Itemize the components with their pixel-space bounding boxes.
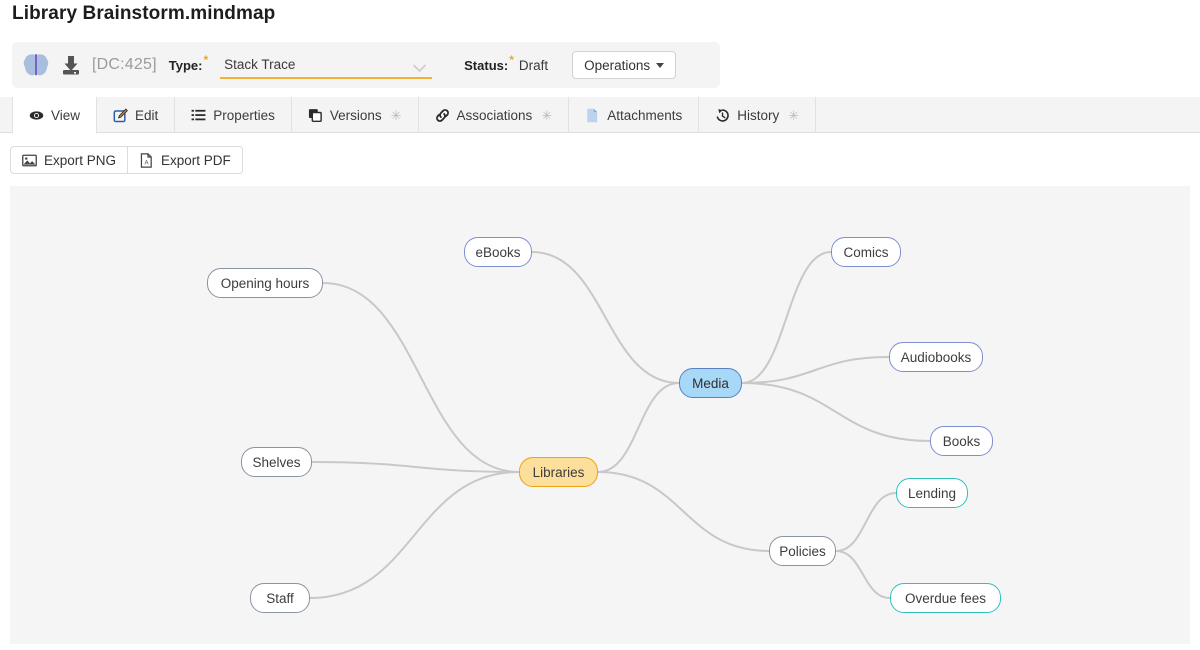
mindmap-node-label: Overdue fees <box>904 590 987 606</box>
link-icon <box>435 108 450 123</box>
mindmap-node-label: Shelves <box>252 454 301 470</box>
export-toolbar: Export PNG A Export PDF <box>10 146 243 174</box>
tab-properties[interactable]: Properties <box>175 97 292 133</box>
type-label-text: Type: <box>168 57 203 73</box>
brain-icon <box>22 52 50 78</box>
export-png-button[interactable]: Export PNG <box>10 146 129 174</box>
mindmap-edge <box>322 282 520 473</box>
mindmap-node-comics[interactable]: Comics <box>831 237 901 267</box>
tab-modified-asterisk: ✳ <box>788 107 800 123</box>
mindmap-node-audiobooks[interactable]: Audiobooks <box>889 342 983 372</box>
tab-label: Associations <box>456 107 533 123</box>
svg-text:A: A <box>145 160 149 166</box>
mindmap-node-label: Audiobooks <box>900 349 972 365</box>
tab-label: Attachments <box>607 107 683 123</box>
type-required-marker: * <box>203 53 209 68</box>
tab-versions[interactable]: Versions ✳ <box>292 97 419 133</box>
caret-down-icon <box>656 62 665 68</box>
mindmap-node-media[interactable]: Media <box>679 368 742 398</box>
status-required-marker: * <box>509 53 514 68</box>
type-select[interactable]: Stack Trace <box>220 51 433 79</box>
export-button-label: Export PDF <box>161 152 231 168</box>
tab-associations[interactable]: Associations ✳ <box>419 97 570 133</box>
mindmap-node-staff[interactable]: Staff <box>250 583 310 613</box>
mindmap-edge <box>597 382 680 473</box>
mindmap-node-shelves[interactable]: Shelves <box>241 447 312 477</box>
mindmap-node-label: eBooks <box>475 244 521 260</box>
mindmap-edges <box>309 251 931 599</box>
mindmap-edge <box>597 471 770 552</box>
document-icon <box>585 108 600 123</box>
tab-label: History <box>737 107 780 123</box>
page-title: Library Brainstorm.mindmap <box>12 3 276 24</box>
type-select-value: Stack Trace <box>224 56 296 72</box>
list-icon <box>191 108 206 123</box>
image-icon <box>22 153 37 168</box>
mindmap-edge <box>741 251 832 384</box>
mindmap-edge <box>309 471 520 599</box>
mindmap-node-label: Books <box>942 433 981 449</box>
eye-icon <box>29 108 44 123</box>
mindmap-edge <box>835 492 897 552</box>
type-label: Type:* <box>168 54 208 73</box>
chevron-down-icon <box>413 60 426 72</box>
tabbar: View Edit Properties Versions ✳ Associations ✳… <box>12 97 817 134</box>
mindmap-node-label: Lending <box>907 485 957 501</box>
download-icon[interactable] <box>60 54 82 76</box>
mindmap-edge <box>741 356 890 384</box>
tab-modified-asterisk: ✳ <box>390 107 402 123</box>
mindmap-node-policies[interactable]: Policies <box>769 536 836 566</box>
mindmap-node-lending[interactable]: Lending <box>896 478 968 508</box>
tab-view[interactable]: View <box>12 97 98 134</box>
mindmap-node-opening_hours[interactable]: Opening hours <box>207 268 323 298</box>
tab-label: View <box>51 107 81 123</box>
mindmap-edge <box>741 382 931 442</box>
mindmap-edge <box>311 461 520 473</box>
status-label: Status:* <box>464 54 514 73</box>
mindmap-node-overdue_fees[interactable]: Overdue fees <box>890 583 1001 613</box>
mindmap-node-label: Media <box>692 375 729 391</box>
tab-history[interactable]: History ✳ <box>699 97 817 133</box>
mindmap-node-libraries[interactable]: Libraries <box>519 457 598 487</box>
export-button-label: Export PNG <box>44 152 117 168</box>
mindmap-edge <box>531 251 680 384</box>
mindmap-node-label: Comics <box>843 244 889 260</box>
operations-button-label: Operations <box>584 57 651 73</box>
status-value: Draft <box>518 57 549 73</box>
operations-button[interactable]: Operations <box>572 51 677 79</box>
pencil-icon <box>113 107 128 123</box>
mindmap-node-books[interactable]: Books <box>930 426 993 456</box>
status-field: Status:* Draft <box>464 54 549 73</box>
tab-attachments[interactable]: Attachments <box>569 97 700 133</box>
history-icon <box>715 108 730 123</box>
mindmap-node-ebooks[interactable]: eBooks <box>464 237 532 267</box>
pdf-icon: A <box>139 152 154 168</box>
tab-label: Properties <box>213 107 275 123</box>
mindmap-node-label: Opening hours <box>220 275 310 291</box>
mindmap-node-label: Libraries <box>532 464 585 480</box>
export-pdf-button[interactable]: A Export PDF <box>128 146 243 174</box>
document-toolbar: [DC:425] Type:* Stack Trace Status:* Dra… <box>12 42 720 88</box>
tab-label: Edit <box>135 107 159 123</box>
document-id: [DC:425] <box>92 56 157 73</box>
tab-label: Versions <box>329 107 382 123</box>
tab-modified-asterisk: ✳ <box>541 107 553 123</box>
mindmap-node-label: Staff <box>266 590 294 606</box>
tab-edit[interactable]: Edit <box>97 97 176 133</box>
status-label-text: Status: <box>464 57 509 73</box>
copy-icon <box>308 108 323 123</box>
mindmap-edge <box>835 550 891 599</box>
mindmap-node-label: Policies <box>779 543 826 559</box>
